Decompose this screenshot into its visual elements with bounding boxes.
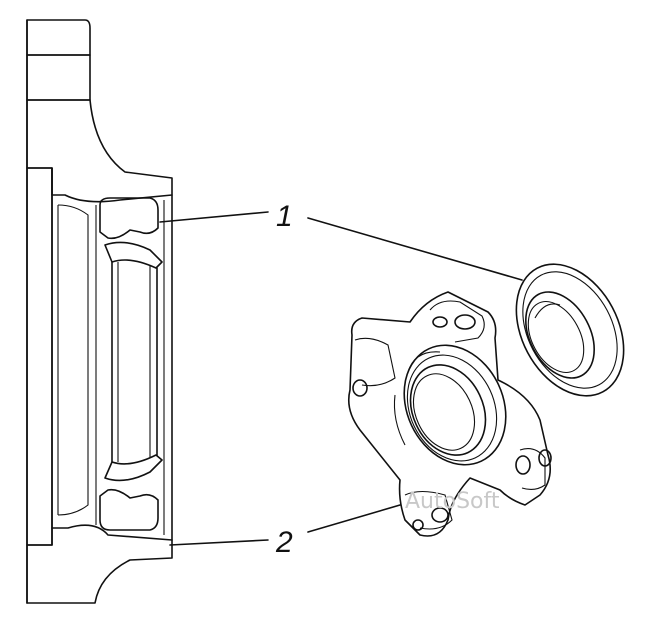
installed-seal-section: [95, 197, 163, 531]
flange-housing-part: [347, 291, 552, 537]
callout-2-label: 2: [275, 526, 293, 559]
callout-1-label: 1: [276, 200, 293, 233]
housing-cross-section: [26, 19, 173, 604]
callout-2: 2: [169, 504, 401, 559]
callout-1: 1: [159, 200, 523, 281]
oil-seal-part: [515, 263, 625, 397]
watermark-text: AutoSoft: [405, 489, 500, 514]
